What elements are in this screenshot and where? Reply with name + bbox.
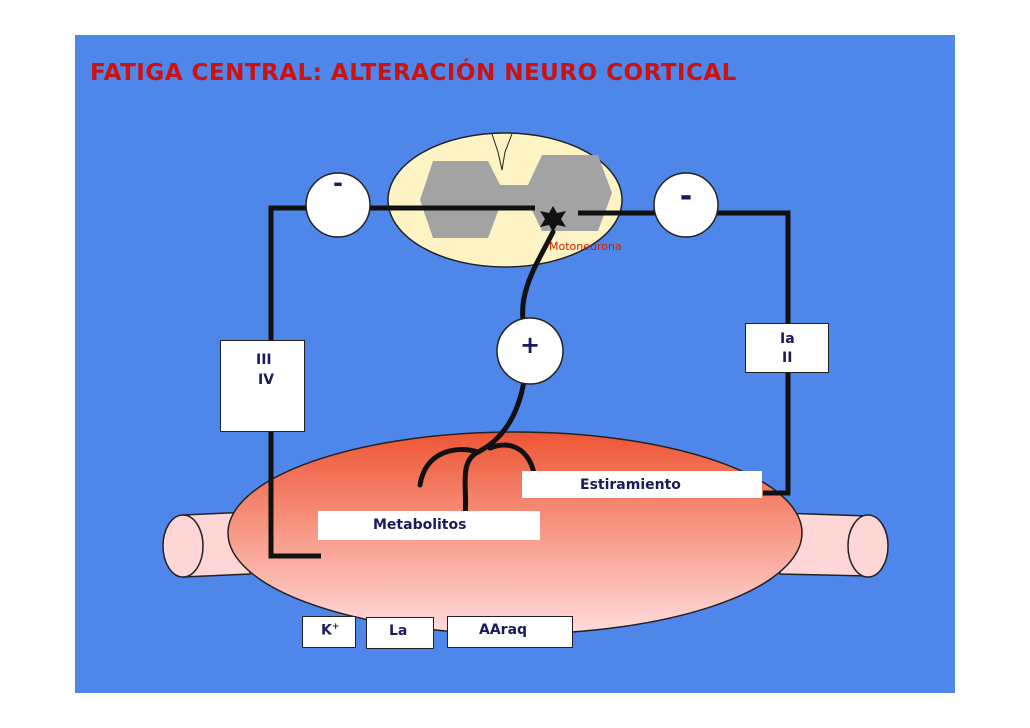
gray-matter bbox=[420, 155, 612, 238]
arachidonic-box bbox=[447, 616, 573, 648]
lactate-box bbox=[366, 617, 434, 649]
minus-left-symbol: - bbox=[333, 169, 343, 197]
fiber-box-left bbox=[220, 340, 305, 432]
motoneuron-star-icon bbox=[540, 206, 566, 232]
potassium-label: K+ bbox=[321, 622, 339, 639]
estiramiento-box bbox=[522, 471, 762, 498]
potassium-symbol: K bbox=[321, 622, 332, 639]
potassium-charge: + bbox=[331, 622, 340, 632]
fiber-label-ii: II bbox=[782, 350, 793, 366]
potassium-box bbox=[302, 616, 356, 648]
metabolitos-label: Metabolitos bbox=[373, 517, 467, 533]
fiber-label-ia: Ia bbox=[780, 331, 795, 347]
lactate-label: La bbox=[389, 623, 408, 639]
dorsal-fissure bbox=[491, 133, 513, 171]
inhibition-right bbox=[653, 172, 719, 238]
estiramiento-label: Estiramiento bbox=[580, 477, 681, 493]
fiber-label-iv: IV bbox=[258, 372, 275, 388]
fiber-label-iii: III bbox=[256, 352, 272, 368]
motoneurona-label: Motoneurona bbox=[549, 240, 622, 253]
metabolitos-box bbox=[318, 511, 540, 540]
excitation-circle bbox=[496, 317, 564, 385]
arachidonic-label: AAraq bbox=[479, 622, 528, 638]
fiber-box-right bbox=[745, 323, 829, 373]
page-title: FATIGA CENTRAL: ALTERACIÓN NEURO CORTICA… bbox=[90, 60, 737, 86]
plus-symbol: + bbox=[519, 331, 541, 359]
minus-right-symbol: - bbox=[679, 179, 693, 214]
inhibition-left bbox=[305, 172, 371, 238]
